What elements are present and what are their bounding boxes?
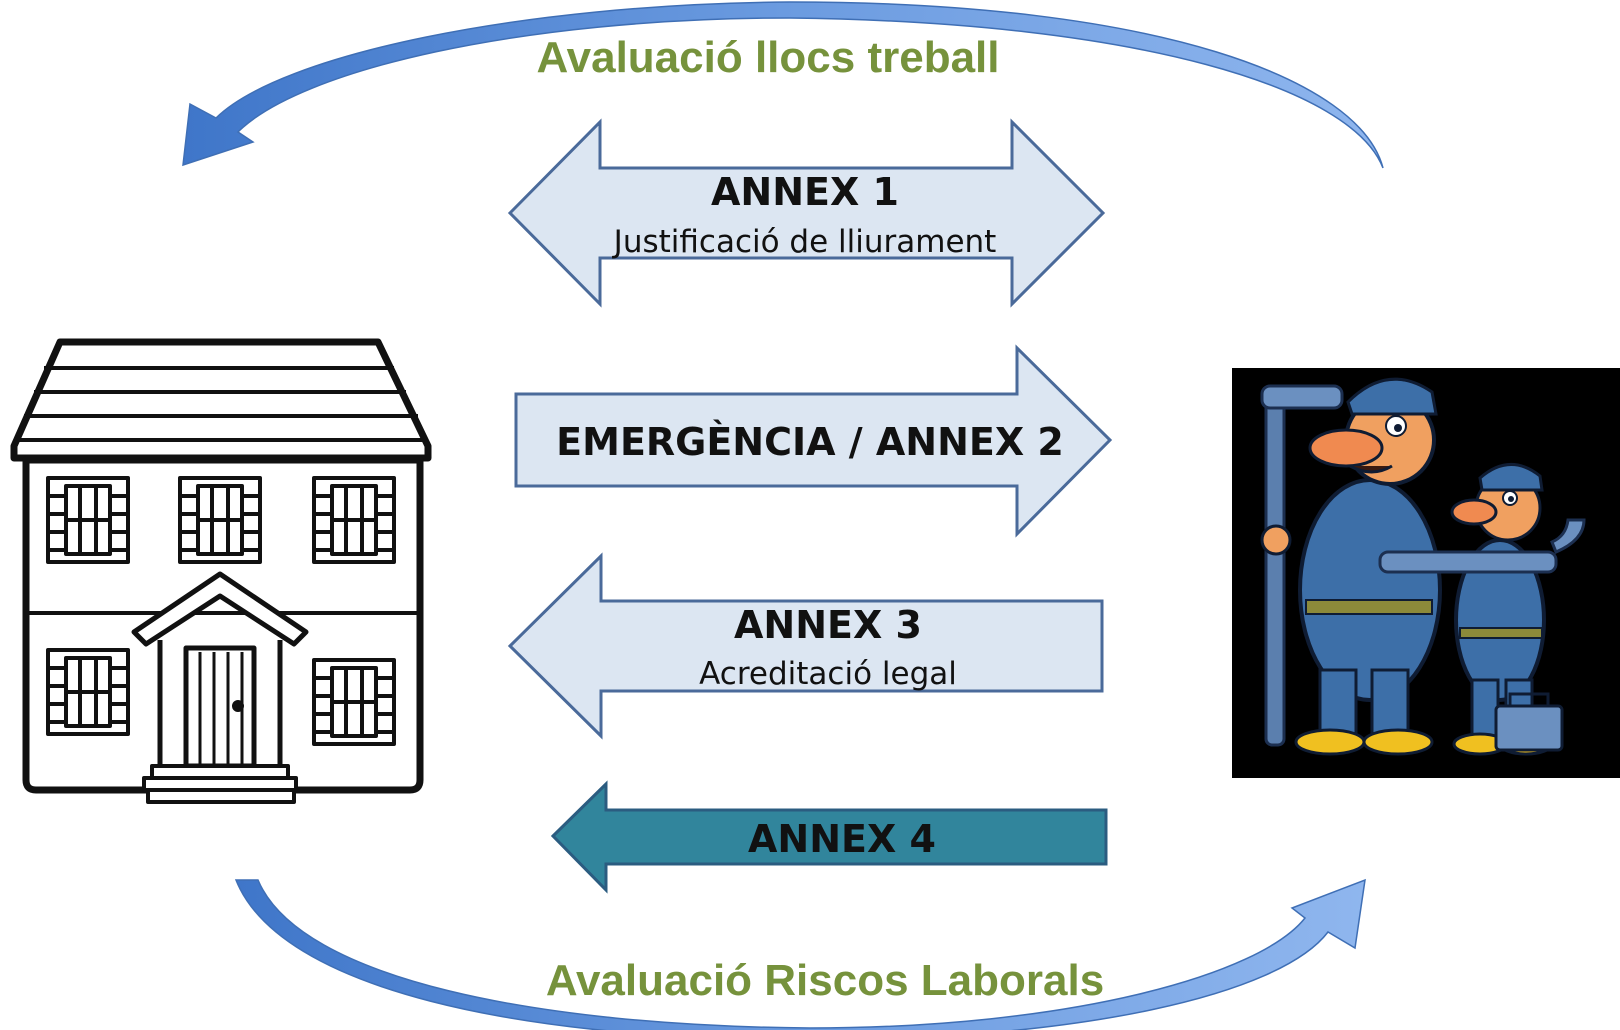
workers-illustration	[1232, 368, 1620, 778]
bottom-cycle-arrow	[234, 878, 1366, 1030]
annex-4-arrow: ANNEX 4	[550, 780, 1108, 894]
bottom-cycle-label: Avaluació Riscos Laborals	[546, 956, 1104, 1005]
annex-3-arrow: ANNEX 3 Acreditació legal	[507, 552, 1104, 740]
annex-3-title: ANNEX 3	[734, 603, 922, 647]
top-cycle-arrow	[182, 1, 1384, 169]
annex-1-subtitle: Justificació de lliurament	[612, 224, 997, 260]
house-icon	[10, 338, 432, 804]
annex-1-arrow: ANNEX 1 Justificació de lliurament	[507, 118, 1106, 308]
annex-3-subtitle: Acreditació legal	[699, 656, 957, 692]
annex-1-title: ANNEX 1	[711, 170, 899, 214]
annex-2-arrow: EMERGÈNCIA / ANNEX 2	[514, 344, 1113, 538]
top-cycle-label: Avaluació llocs treball	[537, 33, 1000, 82]
annex-2-title: EMERGÈNCIA / ANNEX 2	[556, 420, 1064, 464]
annex-4-title: ANNEX 4	[748, 817, 936, 861]
